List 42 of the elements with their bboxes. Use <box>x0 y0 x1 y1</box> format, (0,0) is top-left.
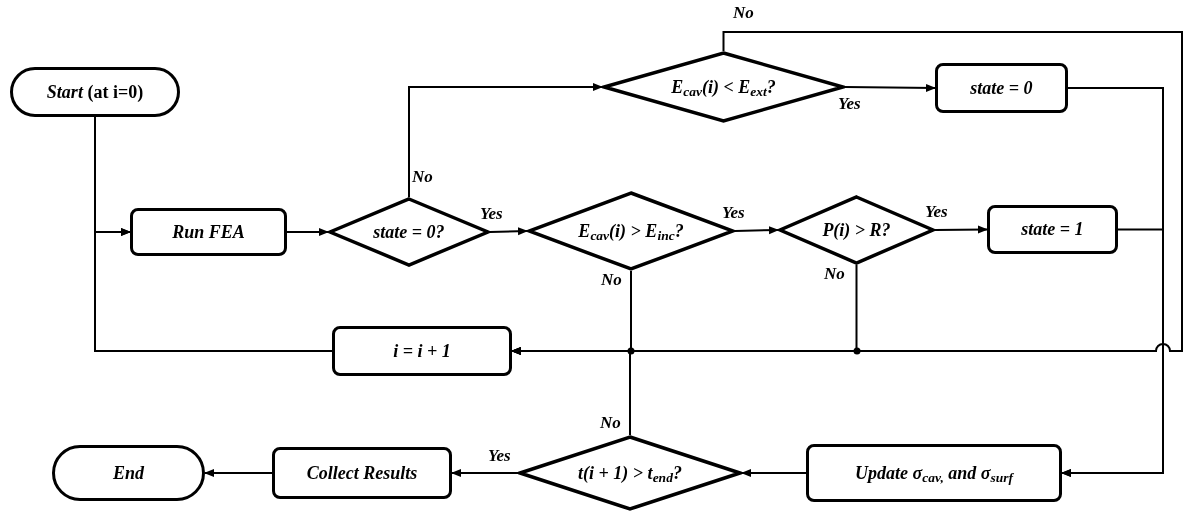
connector-arrow <box>286 228 329 236</box>
edge-label: No <box>600 414 621 431</box>
node-label: Update σ$_{cav,}$ and σ$_{surf}$ <box>854 461 1013 485</box>
edge-label: No <box>733 4 754 21</box>
edge-label: No <box>824 265 845 282</box>
edge-label: Yes <box>480 205 503 222</box>
connector-arrow <box>489 227 528 236</box>
connector-arrow <box>934 225 988 234</box>
process-box <box>130 208 287 256</box>
process-box <box>272 447 452 499</box>
edge-label: Yes <box>838 95 861 112</box>
connector-arrow <box>734 226 779 235</box>
node-label: Run FEA <box>172 220 245 244</box>
connector-arrow <box>741 469 807 477</box>
connector-arrow <box>1061 228 1164 477</box>
node-label: i = i + 1 <box>393 339 451 363</box>
edge-label: Yes <box>722 204 745 221</box>
connector-arrow <box>204 469 273 477</box>
node-label: E$_{cav}$(i) < E$_{ext}$? <box>671 75 776 99</box>
node-label: state = 0 <box>970 76 1033 100</box>
node-label: End <box>113 461 144 485</box>
node-label: P(i) > R? <box>822 218 891 242</box>
process-box <box>806 444 1062 502</box>
edge-label: Yes <box>488 447 511 464</box>
process-box <box>332 326 512 376</box>
node-label: Start (at i=0) <box>46 80 144 104</box>
connector-arrow <box>511 347 631 436</box>
edge-label: No <box>601 271 622 288</box>
node-label: state = 1 <box>1021 218 1084 241</box>
node-label: state = 0? <box>373 220 445 244</box>
node-label: E$_{cav}$(i) > E$_{inc}$? <box>578 219 684 243</box>
process-box <box>935 63 1068 113</box>
decision-diamond <box>518 435 742 511</box>
edge-label: No <box>412 168 433 185</box>
connector-arrow <box>844 83 936 92</box>
process-box <box>987 205 1118 254</box>
connector-arrow <box>451 469 519 477</box>
connector-arrow <box>408 83 603 198</box>
connector-arrow <box>94 228 333 352</box>
edge-label: Yes <box>925 203 948 220</box>
node-label: Collect Results <box>306 461 418 485</box>
node-label: t(i + 1) > t$_{end}$? <box>578 461 682 485</box>
